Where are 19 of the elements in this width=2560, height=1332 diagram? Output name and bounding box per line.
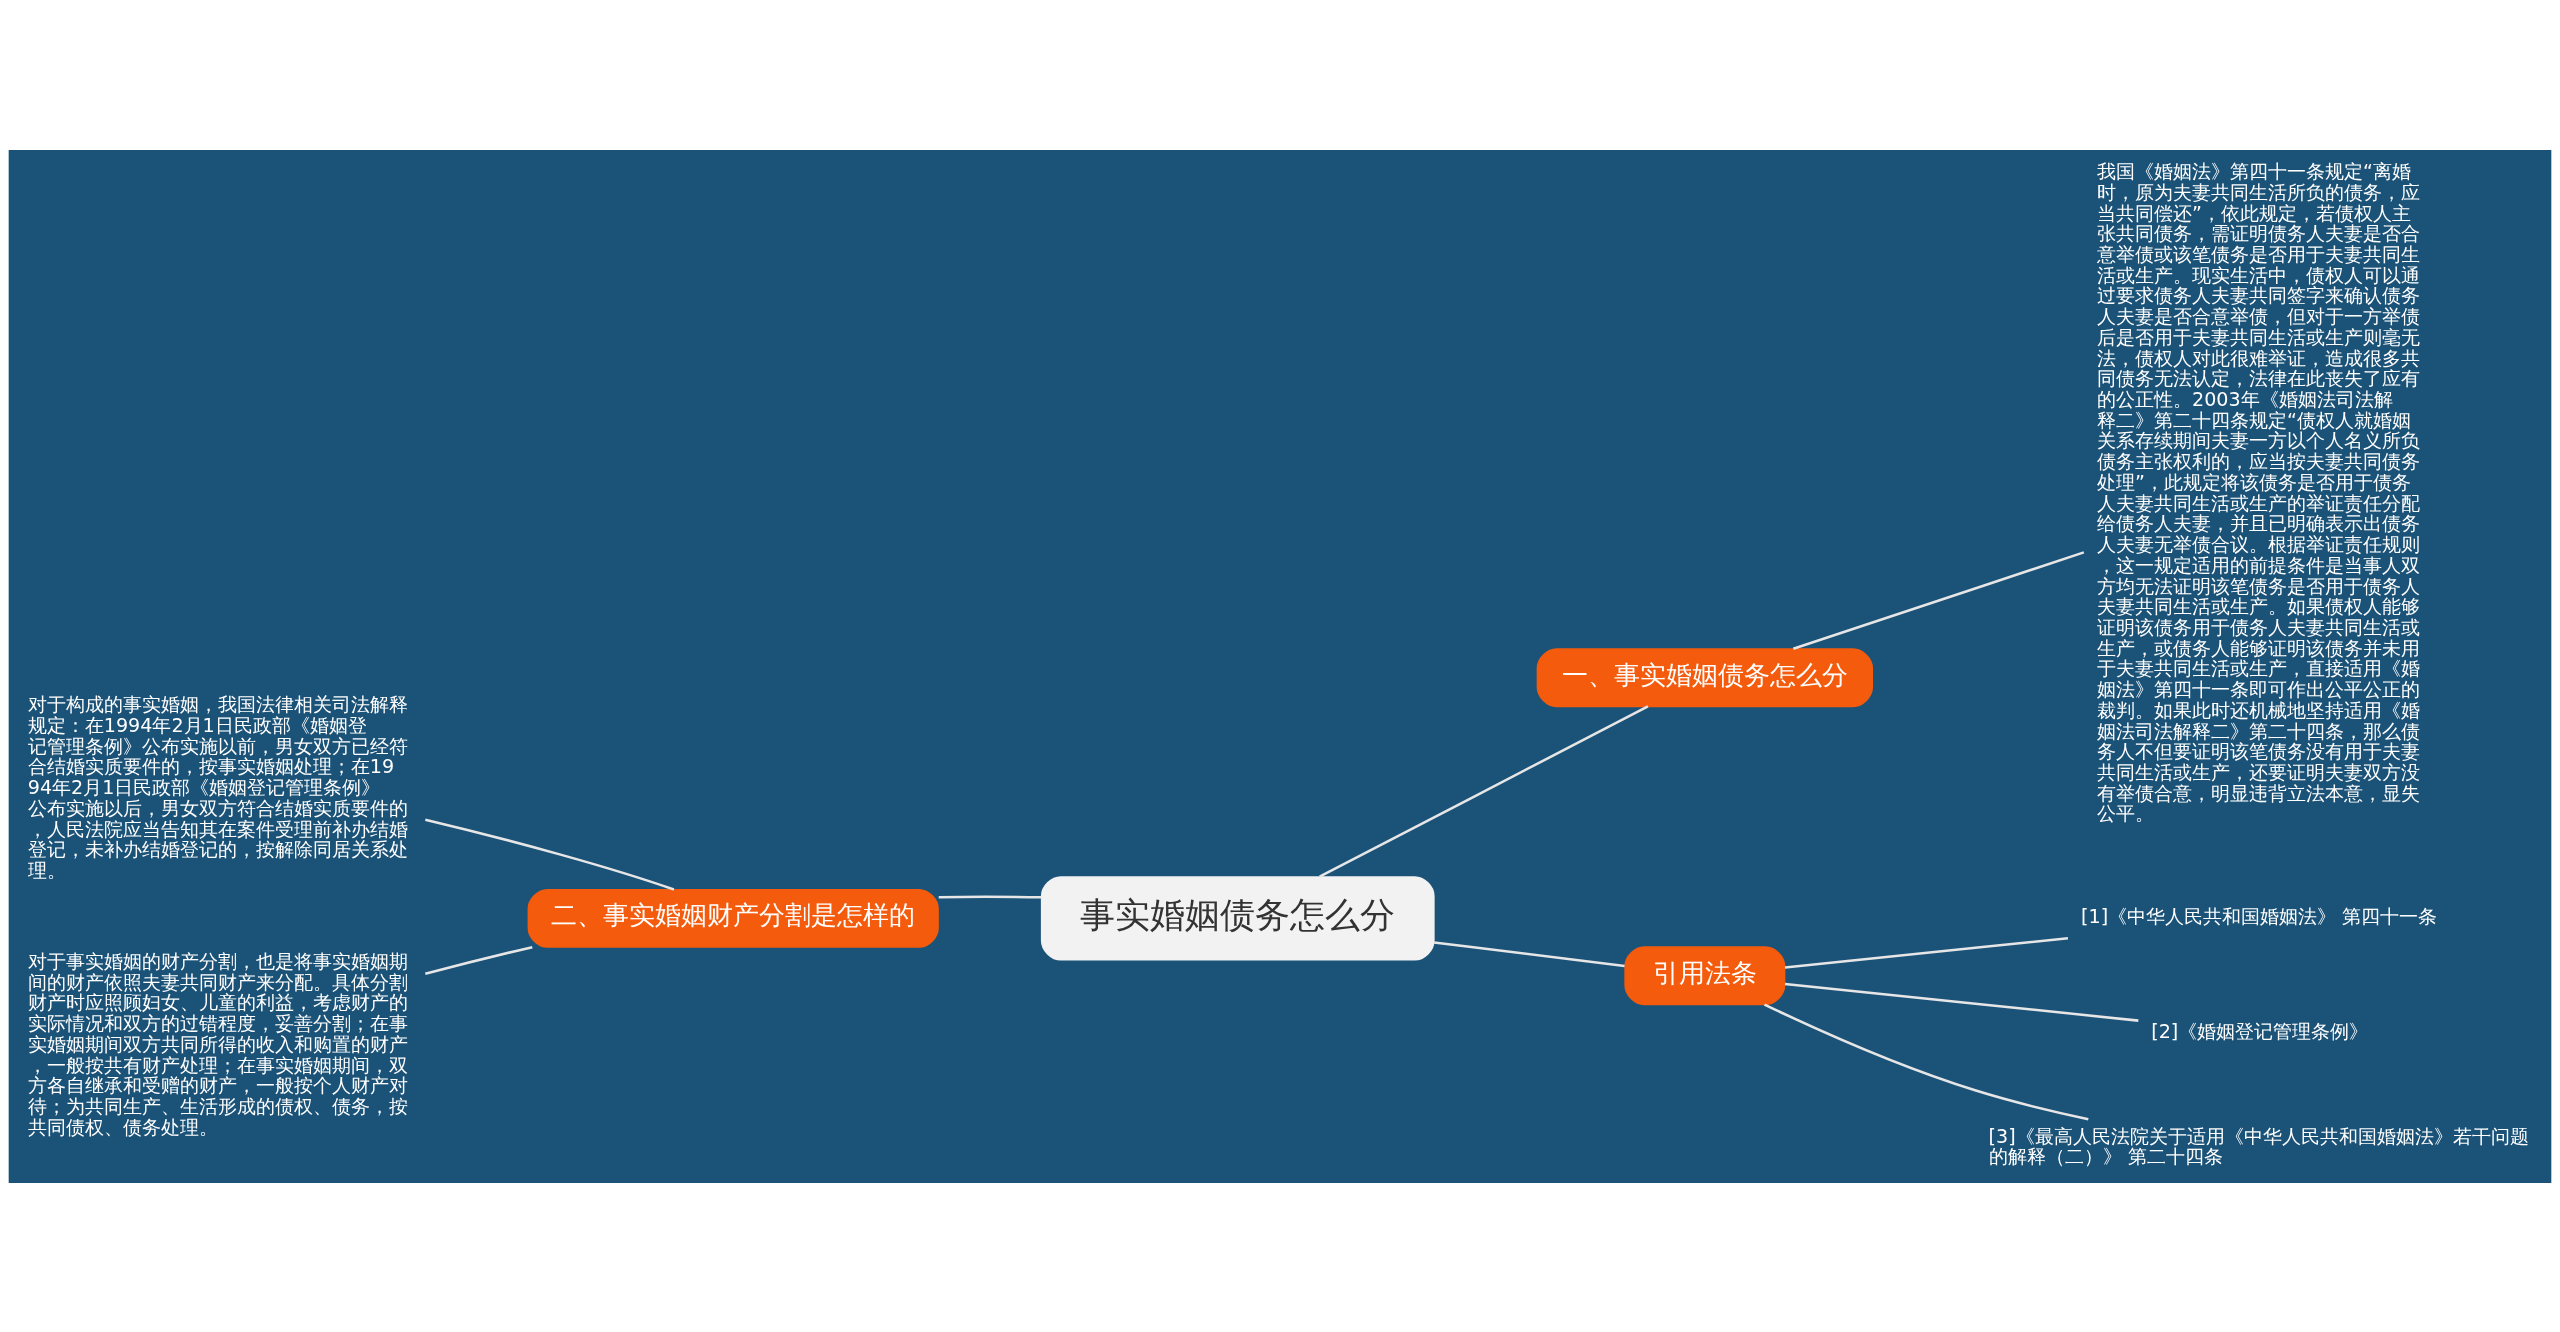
connector bbox=[1792, 550, 2085, 650]
connector bbox=[1433, 940, 1625, 967]
node-text: 对于事实婚姻的财产分割，也是将事实婚姻期间的财产依照夫妻共同财产来分配。具体分割财产时应照顾妇女、儿童的利益，考虑财产的实际情况和双方的过错程度，妥善分割；在事实婚姻期间双方共同所得的收入和购置的财产，一般按共有财产处理；在事实婚姻期间，双方各自继承和受赠的财产，一般按个人财产对待；为共同生产、生活形成的债权、债务，按共同债权、债务处理。 bbox=[27, 949, 408, 1139]
node-box: 引用法条 bbox=[1624, 945, 1786, 1005]
node-box: 一、事实婚姻债务怎么分 bbox=[1536, 647, 1873, 707]
connector bbox=[424, 945, 533, 975]
node-box: 二、事实婚姻财产分割是怎样的 bbox=[527, 888, 939, 948]
connector bbox=[1763, 1002, 2089, 1120]
connector bbox=[938, 895, 1042, 899]
node-text: [2]《婚姻登记管理条例》 bbox=[2151, 1019, 2369, 1043]
node-box: 事实婚姻债务怎么分 bbox=[1040, 875, 1435, 961]
node-text: [1]《中华人民共和国婚姻法》 第四十一条 bbox=[2081, 904, 2438, 928]
node-text: 我国《婚姻法》第四十一条规定“离婚时，原为夫妻共同生活所负的债务，应当共同偿还”，依此规定，若债权人主张共同债务，需证明债务人夫妻是否合意举债或该笔债务是否用于夫妻共同生活或生产。现实生活中，债权人可以通过要求债务人夫妻共同签字来确认债务人夫妻是否合意举债，但对于一方举债后是否用于夫妻共同生活或生产则毫无法，债权人对此很难举证，造成很多共同债务无法认定，法律在此丧失了应有的公正性。2003年《婚姻法司法解释二》第二十四条规定“债权人就婚姻关系存续期间夫妻一方以个人名义所负债务主张权利的，应当按夫妻共同债务处理”，此规定将该债务是否用于债务人夫妻共同生活或生产的举证责任分配给债务人夫妻，并且已明确表示出债务人夫妻无举债合议。根据举证责任规则，这一规定适用的前提条件是当事人双方均无法证明该笔债务是否用于债务人夫妻共同生活或生产。如果债权人能够证明该债务用于债务人夫妻共同生活或生产，或债务人能够证明该债务并未用于夫妻共同生活或生产，直接适用《婚姻法》第四十一条即可作出公平公正的裁判。如果此时还机械地坚持适用《婚姻法司法解释二》第二十四条，那么债务人不但要证明该笔债务没有用于夫妻共同生活或生产，还要证明夫妻双方没有举债合意，明显违背立法本意，显失公平。 bbox=[2096, 159, 2420, 825]
connector bbox=[425, 817, 675, 891]
connector bbox=[1319, 704, 1649, 878]
connector bbox=[1784, 982, 2139, 1022]
connector bbox=[1784, 936, 2069, 969]
node-text: 对于构成的事实婚姻，我国法律相关司法解释规定：在1994年2月1日民政部《婚姻登记管理条例》公布实施以前，男女双方已经符合结婚实质要件的，按事实婚姻处理；在1994年2月1日民政部《婚姻登记管理条例》公布实施以后，男女双方符合结婚实质要件的，人民法院应当告知其在案件受理前补办结婚登记，未补办结婚登记的，按解除同居关系处理。 bbox=[27, 692, 408, 882]
node-text: [3]《最高人民法院关于适用《中华人民共和国婚姻法》若干问题的解释（二）》 第二十四条 bbox=[1988, 1124, 2529, 1168]
